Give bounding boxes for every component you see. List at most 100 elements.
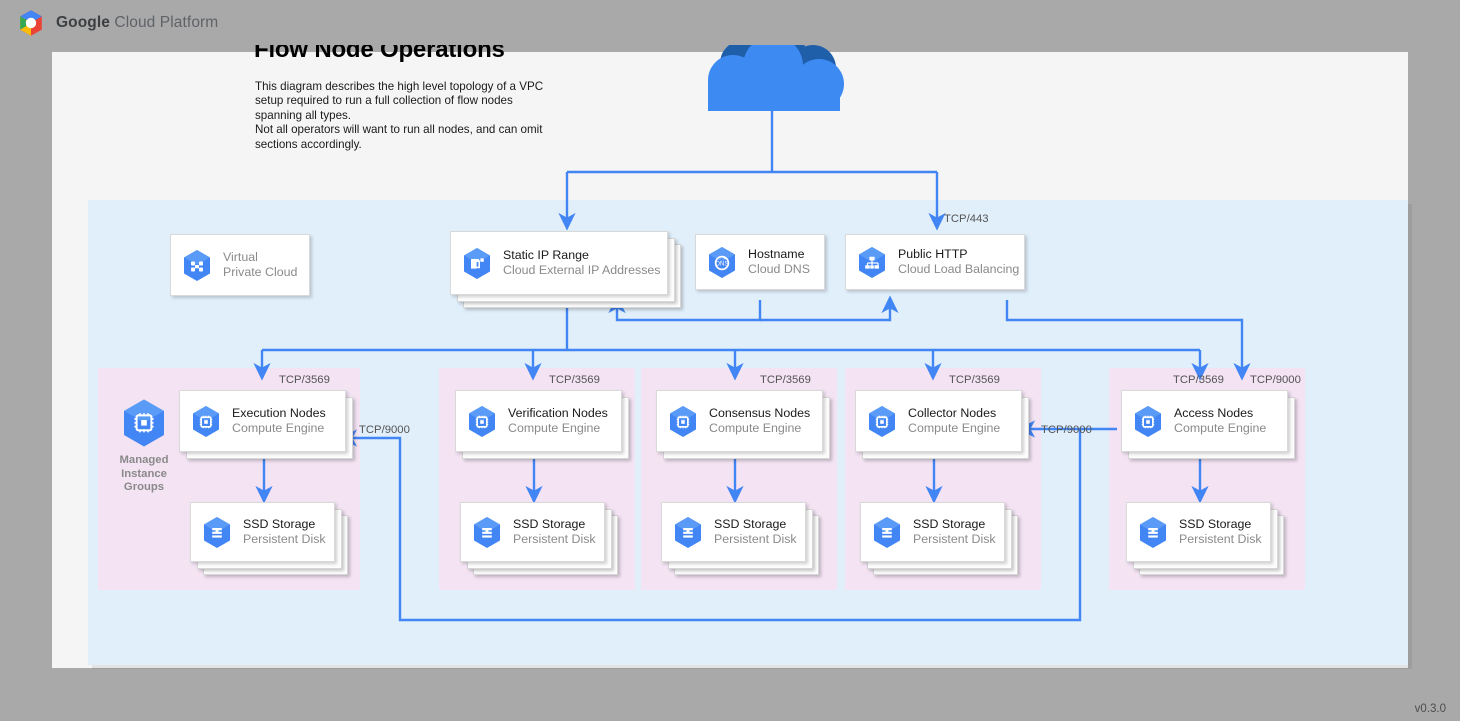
port-label-https: TCP/443 bbox=[944, 213, 989, 225]
node-card[interactable]: DNS Hostname Cloud DNS bbox=[695, 234, 825, 290]
node-text: Collector Nodes Compute Engine bbox=[908, 406, 1000, 436]
cloud-icon bbox=[680, 18, 866, 113]
node-subtitle: Compute Engine bbox=[1174, 421, 1267, 435]
node-title: Access Nodes bbox=[1174, 405, 1254, 420]
storage-collector[interactable]: SSD Storage Persistent Disk bbox=[860, 502, 1018, 575]
node-card[interactable]: SSD Storage Persistent Disk bbox=[860, 502, 1005, 562]
node-card[interactable]: Virtual Private Cloud bbox=[170, 234, 310, 296]
node-subtitle: Private Cloud bbox=[223, 265, 298, 279]
node-access-nodes[interactable]: Access Nodes Compute Engine bbox=[1121, 390, 1295, 459]
node-virtual-private-cloud[interactable]: Virtual Private Cloud bbox=[170, 234, 310, 296]
node-card[interactable]: Access Nodes Compute Engine bbox=[1121, 390, 1288, 452]
node-card[interactable]: SSD Storage Persistent Disk bbox=[661, 502, 806, 562]
node-text: SSD Storage Persistent Disk bbox=[714, 517, 797, 547]
node-text: Static IP Range Cloud External IP Addres… bbox=[503, 248, 661, 278]
node-text: SSD Storage Persistent Disk bbox=[513, 517, 596, 547]
node-verification-nodes[interactable]: Verification Nodes Compute Engine bbox=[455, 390, 629, 459]
node-text: SSD Storage Persistent Disk bbox=[1179, 517, 1262, 547]
node-subtitle: Persistent Disk bbox=[714, 532, 797, 546]
node-collector-nodes[interactable]: Collector Nodes Compute Engine bbox=[855, 390, 1029, 459]
node-card[interactable]: Static IP Range Cloud External IP Addres… bbox=[450, 231, 668, 295]
node-card[interactable]: Collector Nodes Compute Engine bbox=[855, 390, 1022, 452]
persistent-disk-icon bbox=[673, 516, 703, 549]
node-title: Execution Nodes bbox=[232, 405, 326, 420]
node-title: SSD Storage bbox=[243, 516, 316, 531]
port-label-collector-in: TCP/3569 bbox=[949, 374, 1000, 386]
node-subtitle: Compute Engine bbox=[232, 421, 325, 435]
node-execution-nodes[interactable]: Execution Nodes Compute Engine bbox=[179, 390, 353, 459]
node-title: SSD Storage bbox=[913, 516, 986, 531]
node-text: Access Nodes Compute Engine bbox=[1174, 406, 1266, 436]
node-subtitle: Persistent Disk bbox=[243, 532, 326, 546]
compute-engine-icon bbox=[121, 398, 167, 448]
persistent-disk-icon bbox=[472, 516, 502, 549]
node-consensus-nodes[interactable]: Consensus Nodes Compute Engine bbox=[656, 390, 830, 459]
node-title: SSD Storage bbox=[714, 516, 787, 531]
brand-google: Google bbox=[56, 13, 110, 31]
compute-engine-icon bbox=[191, 405, 221, 438]
node-text: Virtual Private Cloud bbox=[223, 250, 297, 280]
persistent-disk-icon bbox=[1138, 516, 1168, 549]
version-label: v0.3.0 bbox=[1414, 703, 1446, 715]
node-text: Verification Nodes Compute Engine bbox=[508, 406, 608, 436]
diagram-description: This diagram describes the high level to… bbox=[255, 80, 544, 151]
node-static-ip-range[interactable]: Static IP Range Cloud External IP Addres… bbox=[450, 231, 681, 308]
node-card[interactable]: SSD Storage Persistent Disk bbox=[460, 502, 605, 562]
storage-execution[interactable]: SSD Storage Persistent Disk bbox=[190, 502, 348, 575]
node-text: SSD Storage Persistent Disk bbox=[913, 517, 996, 547]
node-subtitle: Persistent Disk bbox=[1179, 532, 1262, 546]
node-text: Consensus Nodes Compute Engine bbox=[709, 406, 810, 436]
node-title: Public HTTP bbox=[898, 246, 968, 261]
storage-consensus[interactable]: SSD Storage Persistent Disk bbox=[661, 502, 819, 575]
node-card[interactable]: Execution Nodes Compute Engine bbox=[179, 390, 346, 452]
node-card[interactable]: SSD Storage Persistent Disk bbox=[190, 502, 335, 562]
node-hostname[interactable]: DNS Hostname Cloud DNS bbox=[695, 234, 825, 290]
svg-text:DNS: DNS bbox=[715, 260, 728, 267]
node-subtitle: Persistent Disk bbox=[913, 532, 996, 546]
node-public-http[interactable]: Public HTTP Cloud Load Balancing bbox=[845, 234, 1025, 290]
node-subtitle: Cloud External IP Addresses bbox=[503, 263, 661, 277]
node-title: Virtual bbox=[223, 249, 258, 264]
cloud-external-ip-addresses-icon bbox=[462, 247, 492, 280]
storage-verification[interactable]: SSD Storage Persistent Disk bbox=[460, 502, 618, 575]
node-subtitle: Compute Engine bbox=[709, 421, 802, 435]
node-subtitle: Persistent Disk bbox=[513, 532, 596, 546]
node-subtitle: Compute Engine bbox=[508, 421, 601, 435]
node-subtitle: Cloud DNS bbox=[748, 262, 810, 276]
port-label-verification-in: TCP/3569 bbox=[549, 374, 600, 386]
node-subtitle: Compute Engine bbox=[908, 421, 1001, 435]
brand-title: Google Cloud Platform bbox=[56, 14, 218, 32]
port-label-collector-9000: TCP/9000 bbox=[1041, 424, 1092, 436]
node-text: Public HTTP Cloud Load Balancing bbox=[898, 247, 1019, 277]
node-text: SSD Storage Persistent Disk bbox=[243, 517, 326, 547]
node-card[interactable]: Public HTTP Cloud Load Balancing bbox=[845, 234, 1025, 290]
persistent-disk-icon bbox=[872, 516, 902, 549]
compute-engine-icon bbox=[1133, 405, 1163, 438]
port-label-execution-9000: TCP/9000 bbox=[359, 424, 410, 436]
node-card[interactable]: Consensus Nodes Compute Engine bbox=[656, 390, 823, 452]
storage-access[interactable]: SSD Storage Persistent Disk bbox=[1126, 502, 1284, 575]
port-label-access-in: TCP/3569 bbox=[1173, 374, 1224, 386]
persistent-disk-icon bbox=[202, 516, 232, 549]
node-text: Execution Nodes Compute Engine bbox=[232, 406, 326, 436]
port-label-execution-in: TCP/3569 bbox=[279, 374, 330, 386]
compute-engine-icon bbox=[867, 405, 897, 438]
port-label-consensus-in: TCP/3569 bbox=[760, 374, 811, 386]
node-card[interactable]: Verification Nodes Compute Engine bbox=[455, 390, 622, 452]
virtual-private-cloud-icon bbox=[182, 249, 212, 282]
node-card[interactable]: SSD Storage Persistent Disk bbox=[1126, 502, 1271, 562]
node-title: SSD Storage bbox=[513, 516, 586, 531]
node-title: Collector Nodes bbox=[908, 405, 997, 420]
node-title: SSD Storage bbox=[1179, 516, 1252, 531]
node-title: Static IP Range bbox=[503, 247, 589, 262]
app-header: Google Cloud Platform bbox=[0, 0, 1460, 45]
node-text: Hostname Cloud DNS bbox=[748, 247, 810, 277]
node-subtitle: Cloud Load Balancing bbox=[898, 262, 1020, 276]
compute-engine-icon bbox=[467, 405, 497, 438]
compute-engine-icon bbox=[668, 405, 698, 438]
cloud-dns-icon: DNS bbox=[707, 246, 737, 279]
node-title: Verification Nodes bbox=[508, 405, 608, 420]
cloud-load-balancing-icon bbox=[857, 246, 887, 279]
